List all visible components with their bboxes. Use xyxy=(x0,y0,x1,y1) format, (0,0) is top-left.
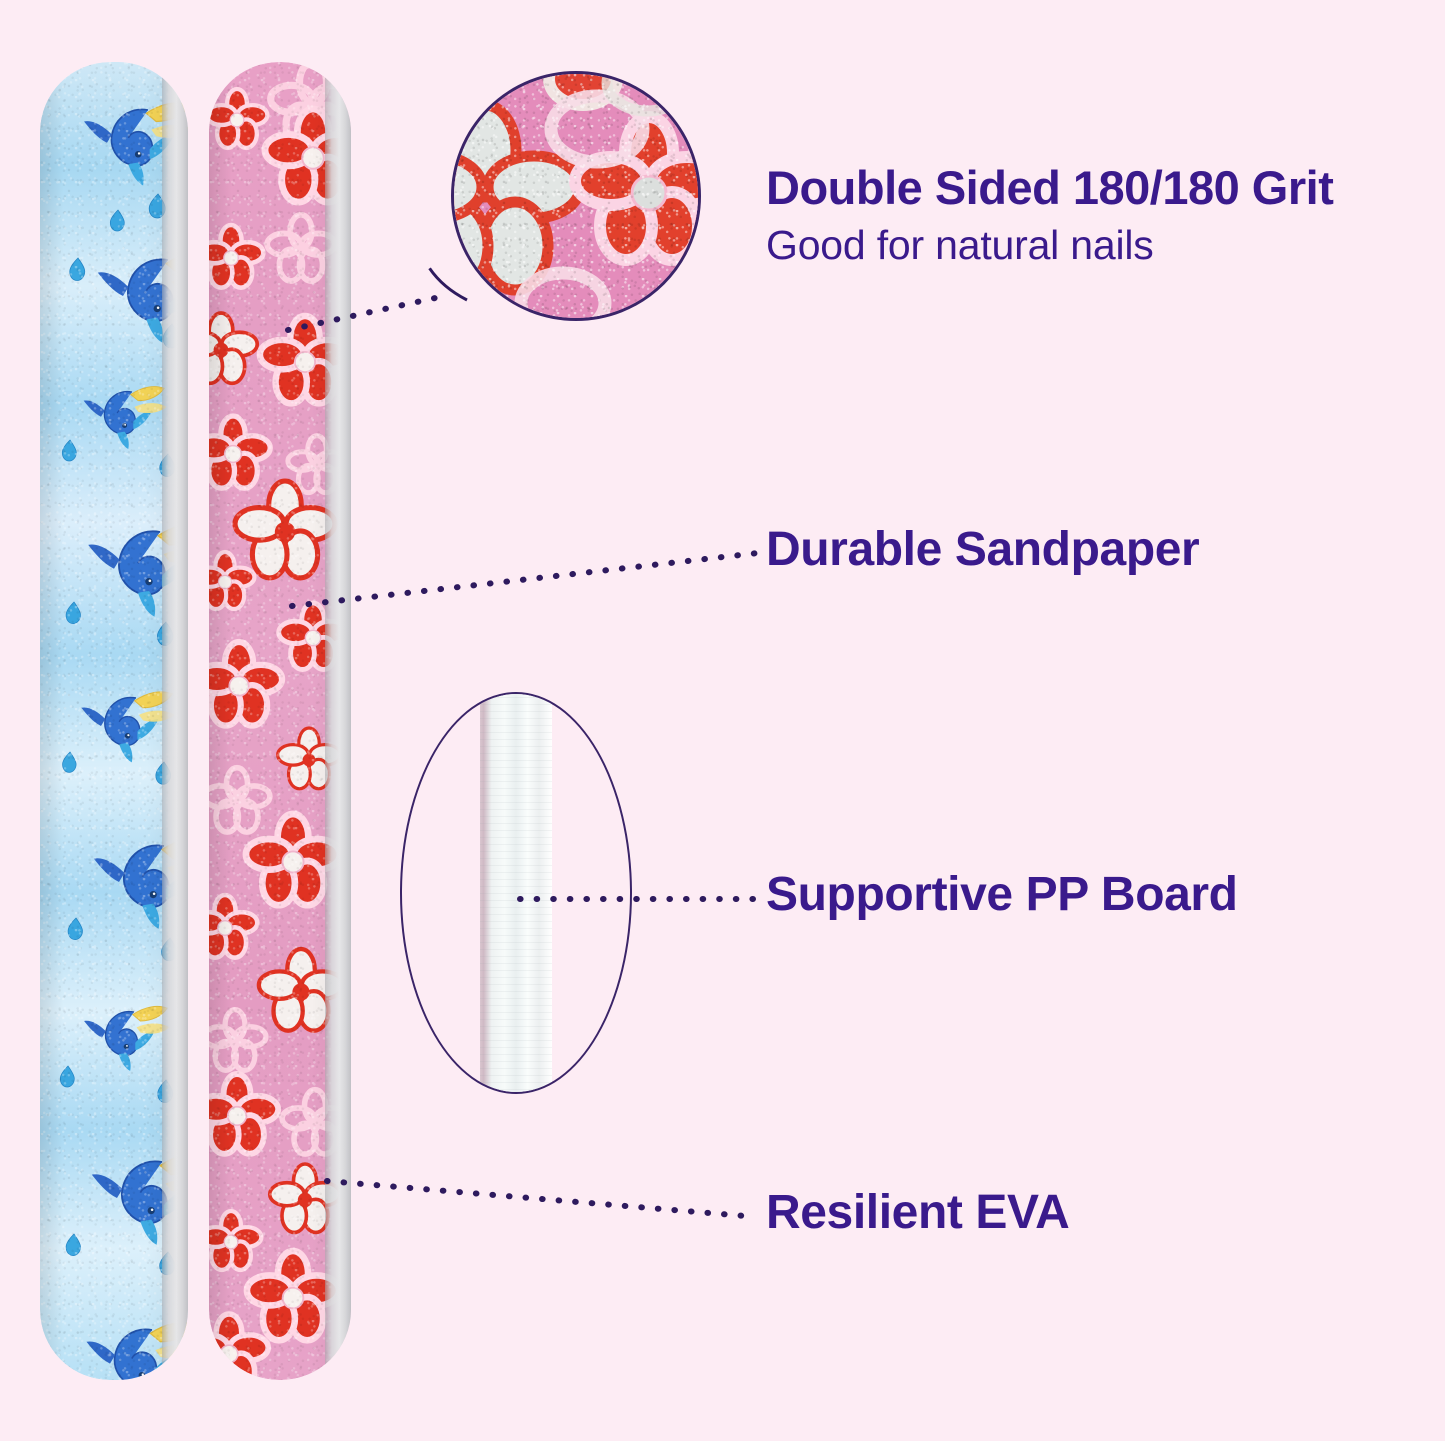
nail-file-blue-dolphin xyxy=(40,62,188,1380)
grit-magnifier-circle xyxy=(451,71,701,321)
leader-eva xyxy=(324,1178,760,1220)
label-resilient-eva: Resilient EVA xyxy=(766,1186,1070,1239)
label-grit-title: Double Sided 180/180 Grit xyxy=(766,161,1334,214)
magnified-grit-texture xyxy=(454,74,698,318)
pp-board-magnifier-oval xyxy=(400,692,632,1094)
pp-board-cross-section xyxy=(480,694,552,1092)
nail-file-pink-flower xyxy=(209,62,351,1380)
label-grit-subtitle: Good for natural nails xyxy=(766,222,1154,268)
pink-file-edge xyxy=(325,62,351,1380)
pp-board-striations xyxy=(480,694,552,1092)
leader-sandpaper xyxy=(289,550,761,609)
blue-file-edge xyxy=(162,62,188,1380)
label-durable-sandpaper: Durable Sandpaper xyxy=(766,523,1200,576)
label-supportive-pp-board: Supportive PP Board xyxy=(766,868,1238,921)
